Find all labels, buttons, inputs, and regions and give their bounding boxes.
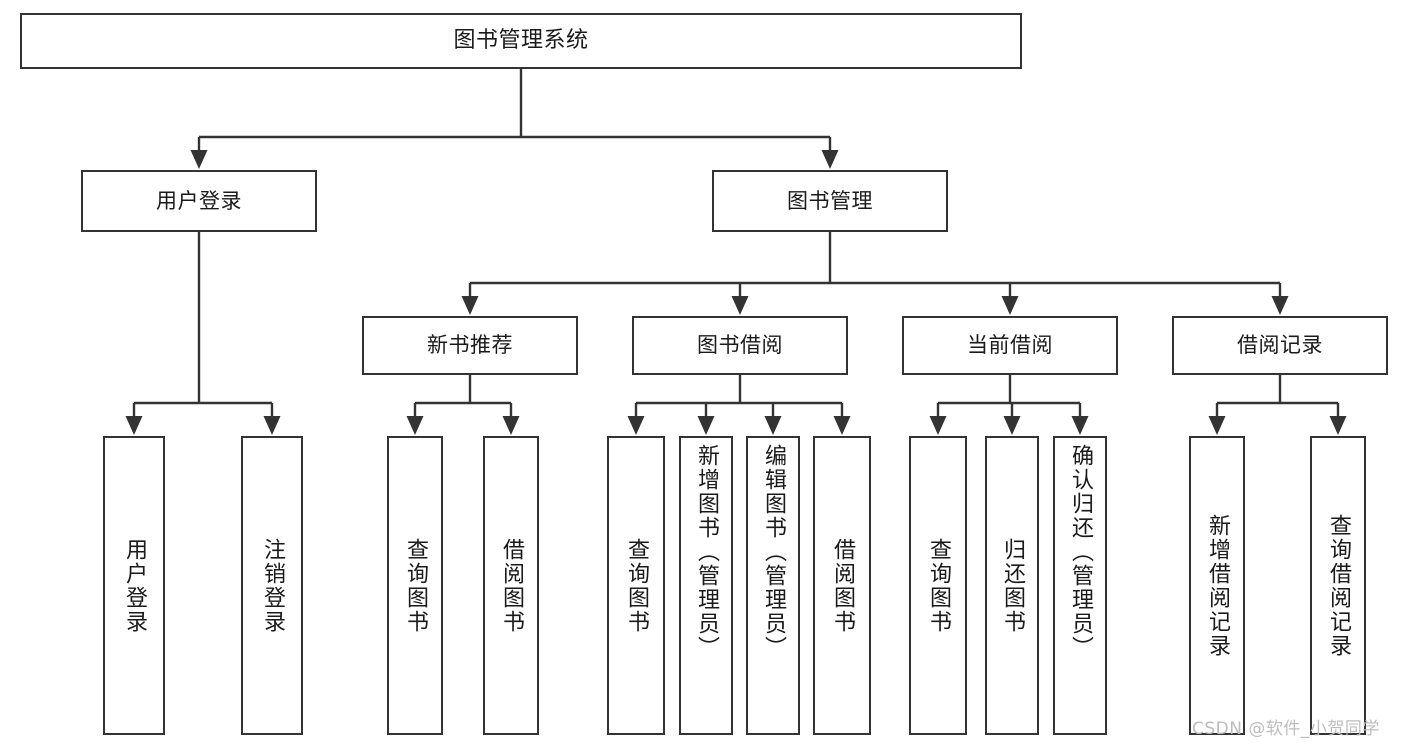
node-label: 查询图书	[624, 537, 649, 634]
node-label: 注销登录	[260, 537, 285, 634]
arrowhead-icon	[502, 416, 520, 435]
arrowhead-icon	[764, 416, 782, 435]
node-root[interactable]: 图书管理系统	[20, 13, 1022, 69]
arrowhead-icon	[190, 150, 208, 169]
node-leaf-nb-query[interactable]: 查询图书	[387, 436, 443, 735]
arrowhead-icon	[1271, 296, 1289, 315]
node-label: 新增图书（管理员）	[694, 444, 719, 660]
node-label: 查询借阅记录	[1326, 513, 1351, 658]
node-label: 图书管理	[787, 188, 873, 213]
arrowhead-icon	[406, 416, 424, 435]
arrowhead-icon	[1208, 416, 1226, 435]
watermark: CSDN @软件_小贺同学	[1192, 719, 1380, 739]
node-leaf-b-borrow[interactable]: 借阅图书	[813, 436, 871, 735]
arrowhead-icon	[821, 150, 839, 169]
arrowhead-icon	[627, 416, 645, 435]
node-leaf-c-return[interactable]: 归还图书	[985, 436, 1039, 735]
node-borrow[interactable]: 图书借阅	[632, 316, 848, 375]
node-leaf-user-logout[interactable]: 注销登录	[241, 436, 303, 735]
node-login[interactable]: 用户登录	[81, 170, 317, 232]
node-label: 归还图书	[1000, 537, 1025, 634]
arrowhead-icon	[1329, 416, 1347, 435]
node-label: 借阅记录	[1237, 333, 1323, 358]
node-label: 查询图书	[403, 537, 428, 634]
node-leaf-c-confirm[interactable]: 确认归还（管理员）	[1053, 436, 1107, 735]
arrowhead-icon	[461, 296, 479, 315]
node-label: 确认归还（管理员）	[1068, 444, 1093, 660]
node-label: 新增借阅记录	[1205, 513, 1230, 658]
node-label: 新书推荐	[427, 333, 513, 358]
node-records[interactable]: 借阅记录	[1172, 316, 1388, 375]
arrowhead-icon	[731, 296, 749, 315]
node-newbook[interactable]: 新书推荐	[362, 316, 578, 375]
arrowhead-icon	[1071, 416, 1089, 435]
arrowhead-icon	[125, 416, 143, 435]
node-leaf-b-query[interactable]: 查询图书	[607, 436, 665, 735]
node-label: 用户登录	[122, 537, 147, 634]
node-label: 用户登录	[156, 188, 242, 213]
edge-group-root	[197, 69, 832, 155]
arrowhead-icon	[1001, 296, 1019, 315]
edge-group-borrow	[634, 375, 844, 421]
node-leaf-c-query[interactable]: 查询图书	[909, 436, 967, 735]
node-label: 查询图书	[926, 537, 951, 634]
node-leaf-r-query[interactable]: 查询借阅记录	[1310, 436, 1366, 735]
arrowhead-icon	[833, 416, 851, 435]
node-leaf-user-login[interactable]: 用户登录	[103, 436, 165, 735]
arrowhead-icon	[1003, 416, 1021, 435]
node-label: 编辑图书（管理员）	[761, 444, 786, 660]
node-label: 借阅图书	[830, 537, 855, 634]
edge-group-newbook	[413, 375, 513, 421]
node-bookmgmt[interactable]: 图书管理	[712, 170, 948, 232]
arrowhead-icon	[263, 416, 281, 435]
edge-group-records	[1215, 375, 1340, 421]
node-label: 当前借阅	[967, 333, 1053, 358]
node-current[interactable]: 当前借阅	[902, 316, 1118, 375]
node-leaf-nb-borrow[interactable]: 借阅图书	[483, 436, 539, 735]
node-leaf-b-edit[interactable]: 编辑图书（管理员）	[746, 436, 800, 735]
node-leaf-b-add[interactable]: 新增图书（管理员）	[679, 436, 733, 735]
arrowhead-icon	[697, 416, 715, 435]
node-label: 图书管理系统	[453, 28, 589, 54]
edge-group-current	[936, 375, 1082, 421]
node-label: 借阅图书	[499, 537, 524, 634]
edge-group-login	[132, 232, 274, 421]
node-leaf-r-add[interactable]: 新增借阅记录	[1189, 436, 1245, 735]
arrowhead-icon	[929, 416, 947, 435]
edge-group-bookmgmt	[468, 232, 1282, 301]
node-label: 图书借阅	[697, 333, 783, 358]
